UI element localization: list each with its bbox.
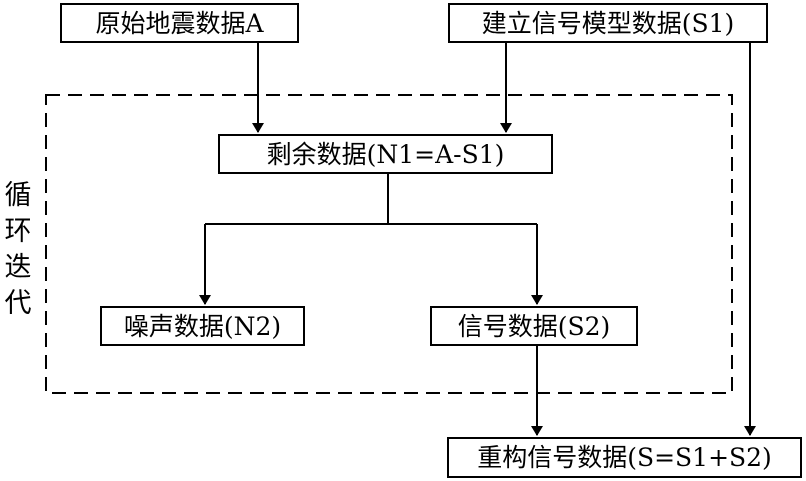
noise-data-box: 噪声数据(N2) [100, 306, 305, 346]
original-data-box: 原始地震数据A [60, 3, 299, 43]
residual-data-box: 剩余数据(N1=A-S1) [218, 134, 553, 174]
signal-data-box: 信号数据(S2) [430, 306, 638, 346]
loop-label-char: 环 [4, 216, 32, 247]
loop-label-char: 循 [4, 180, 32, 211]
loop-label-char: 迭 [4, 252, 32, 283]
loop-iteration-label: 循 环 迭 代 [2, 178, 34, 322]
reconstructed-signal-box: 重构信号数据(S=S1+S2) [447, 437, 802, 478]
iteration-loop-frame [45, 94, 733, 394]
loop-label-char: 代 [4, 288, 32, 319]
signal-model-box: 建立信号模型数据(S1) [448, 3, 768, 43]
